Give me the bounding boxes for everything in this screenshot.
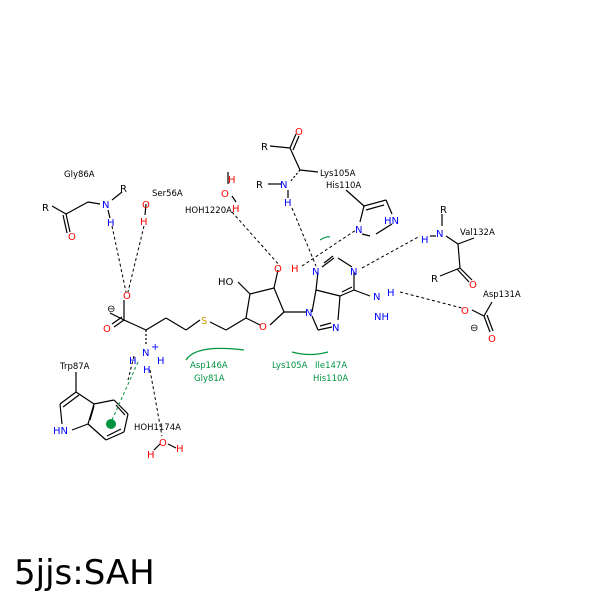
atom-s: S — [201, 316, 207, 327]
residue-label-his110a-top: His110A — [326, 181, 361, 191]
atom-o-carboxylate-2: O — [103, 324, 111, 335]
hydrophobic-label-his110a: His110A — [313, 374, 348, 384]
residue-label-asp131a: Asp131A — [483, 290, 521, 300]
ligand-atom-labels: O O ⊖ N + H H H S O HO O H N N N N N H N… — [103, 264, 395, 376]
atom-n7: N — [332, 323, 339, 334]
residue-label-trp87a: Trp87A — [59, 362, 90, 372]
atom-o-hoh1220a: O — [221, 189, 229, 200]
atom-n9: N — [305, 308, 312, 319]
charge-minus-ligand: ⊖ — [107, 304, 115, 315]
atom-n-gly86a: N — [102, 200, 109, 211]
hydrophobic-label-lys105a: Lys105A — [272, 361, 308, 371]
atom-o-ribose-2: O — [274, 264, 282, 275]
atom-h2-hoh1220a: H — [232, 204, 240, 215]
charge-minus-asp131a: ⊖ — [470, 323, 478, 334]
atom-o-ribose-ring: O — [259, 322, 267, 333]
residue-label-hoh1174a: HOH1174A — [134, 423, 181, 433]
hydrophobic-label-ile147a: Ile147A — [315, 361, 347, 371]
atom-h-val132a: H — [421, 235, 429, 246]
residue-label-lys105a-top: Lys105A — [320, 169, 356, 179]
hydrophobic-label-asp146a: Asp146A — [190, 361, 228, 371]
pi-cation-interaction — [106, 361, 139, 429]
hydrophobic-arcs — [185, 236, 331, 361]
atom-r-gly86a-1: R — [42, 203, 49, 214]
atom-h-alpha-3: H — [143, 365, 151, 376]
atom-r-lys105a-2: R — [256, 180, 263, 191]
atom-n-val132a: N — [436, 229, 443, 240]
atom-h-hoh1220a: H — [228, 175, 236, 186]
atom-h-ser56a: H — [140, 217, 148, 228]
atom-n-lys105a: N — [280, 180, 287, 191]
atom-n3: N — [312, 267, 319, 278]
residue-bonds — [51, 133, 494, 451]
atom-h2-hoh1174a: H — [176, 444, 184, 455]
atom-h1-hoh1174a: H — [147, 450, 155, 461]
atom-o-ser56a: O — [142, 200, 150, 211]
atom-h-ribose-2: H — [291, 264, 299, 275]
hydrophobic-arc-his110a — [319, 236, 331, 241]
residue-labels: Gly86A Ser56A Trp87A HOH1174A HOH1220A L… — [59, 169, 521, 433]
atom-r-val132a-1: R — [440, 205, 447, 216]
atom-n-alpha: N — [142, 348, 149, 359]
atom-h-gly86a: H — [107, 218, 115, 229]
atom-r-val132a-2: R — [431, 274, 438, 285]
atom-n6-amine: N — [373, 292, 380, 303]
diagram-title: 5jjs:SAH — [14, 553, 155, 593]
hydrogen-bonds — [111, 207, 463, 437]
atom-hn-trp87a: HN — [53, 426, 68, 437]
atom-o2-asp131a: O — [488, 334, 496, 345]
atom-h-amine-2: NH — [374, 312, 389, 323]
ring-centroid-marker — [106, 419, 116, 429]
hydrophobic-label-gly81a: Gly81A — [194, 374, 225, 384]
atom-o-hoh1174a: O — [159, 438, 167, 449]
atom-n1: N — [350, 267, 357, 278]
residue-label-ser56a: Ser56A — [152, 189, 183, 199]
atom-o-gly86a: O — [68, 232, 76, 243]
atom-n-his110a: N — [355, 225, 362, 236]
ligand-bonds — [109, 255, 371, 344]
atom-r-gly86a-2: R — [120, 184, 127, 195]
hydrophobic-arc-asp146a — [185, 347, 245, 361]
atom-o1-asp131a: O — [461, 306, 469, 317]
charge-plus-alpha: + — [151, 342, 159, 353]
atom-h-lys105a: H — [284, 198, 292, 209]
hydrophobic-arc-lys105a — [291, 351, 329, 356]
atom-h-alpha-2: H — [157, 356, 165, 367]
residue-atom-labels: R O N R H O H H O H R O R N H HN N R N H… — [42, 127, 496, 461]
atom-r-lys105a-1: R — [261, 142, 268, 153]
atom-ho-ribose: HO — [218, 277, 234, 288]
residue-label-hoh1220a: HOH1220A — [185, 206, 232, 216]
atom-h-alpha-1: H — [129, 356, 137, 367]
atom-o-carboxylate-1: O — [123, 291, 131, 302]
residue-label-gly86a: Gly86A — [64, 170, 95, 180]
residue-label-val132a: Val132A — [460, 228, 495, 238]
atom-hn-his110a: HN — [384, 216, 399, 227]
atom-h-amine-1: H — [387, 288, 395, 299]
atom-o-val132a: O — [469, 280, 477, 291]
atom-o-lys105a: O — [295, 127, 303, 138]
hydrophobic-labels: Asp146A Gly81A Lys105A Ile147A His110A — [190, 361, 348, 384]
